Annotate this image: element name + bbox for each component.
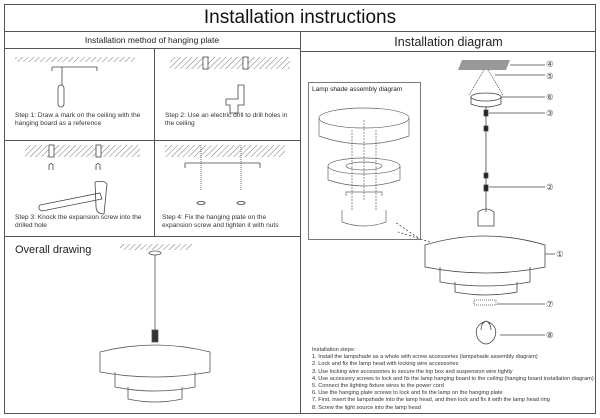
inset-title: Lamp shade assembly diagram (312, 86, 403, 93)
lamp-shade-inset (308, 82, 421, 240)
callout-1: ① (556, 249, 564, 259)
overall-lamp-drawing (99, 244, 211, 403)
step-item: 6. Use the hanging plate screws to lock … (312, 390, 503, 397)
step-item: 1. Install the lampshade as a whole with… (312, 354, 538, 361)
callout-2: ② (546, 182, 554, 192)
callout-7: ⑦ (546, 299, 554, 309)
inset-shade-drawing (318, 107, 410, 227)
column-divider (300, 32, 301, 414)
step3-cell (4, 141, 155, 237)
installation-steps: Installation steps: 1. Install the lamps… (312, 347, 594, 412)
step1-caption: Step 1: Draw a mark on the ceiling with … (15, 112, 141, 127)
step-item: 2. Lock and fix the lamp head with locki… (312, 361, 459, 368)
step-item: 7. First, insert the lampshade into the … (312, 397, 550, 404)
step2-caption: Step 2: Use an electric drill to drill h… (165, 112, 288, 127)
step4-cell (155, 141, 301, 237)
callout-4: ④ (546, 59, 554, 69)
overall-drawing-title: Overall drawing (15, 244, 92, 256)
callout-5: ⑤ (546, 71, 554, 81)
step-item: 3. Use locking wire accessories to secur… (312, 368, 513, 375)
step-item: 5. Connect the lighting fixture wires to… (312, 383, 444, 390)
step-item: 8. Screw the light source into the lamp … (312, 404, 421, 411)
page-title: Installation instructions (4, 4, 596, 32)
step1-cell (4, 49, 155, 141)
step3-drawing (25, 144, 140, 215)
main-assembly-drawing (394, 60, 555, 345)
callout-8: ⑧ (546, 330, 554, 340)
step3-caption: Step 3: Knock the expansion screw into t… (15, 214, 142, 229)
step2-drawing (170, 56, 290, 114)
callout-3: ③ (546, 108, 554, 118)
step4-caption: Step 4: Fix the hanging plate on the exp… (162, 214, 279, 229)
steps-title: Installation steps: (312, 347, 356, 353)
step2-cell (155, 49, 301, 141)
step1-drawing (15, 57, 135, 108)
callout-6: ⑥ (546, 92, 554, 102)
hanging-plate-header: Installation method of hanging plate (4, 32, 300, 49)
step4-drawing (165, 145, 285, 205)
step-item: 4. Use accessory screws to lock and fix … (312, 375, 594, 382)
installation-diagram-header: Installation diagram (301, 32, 596, 52)
